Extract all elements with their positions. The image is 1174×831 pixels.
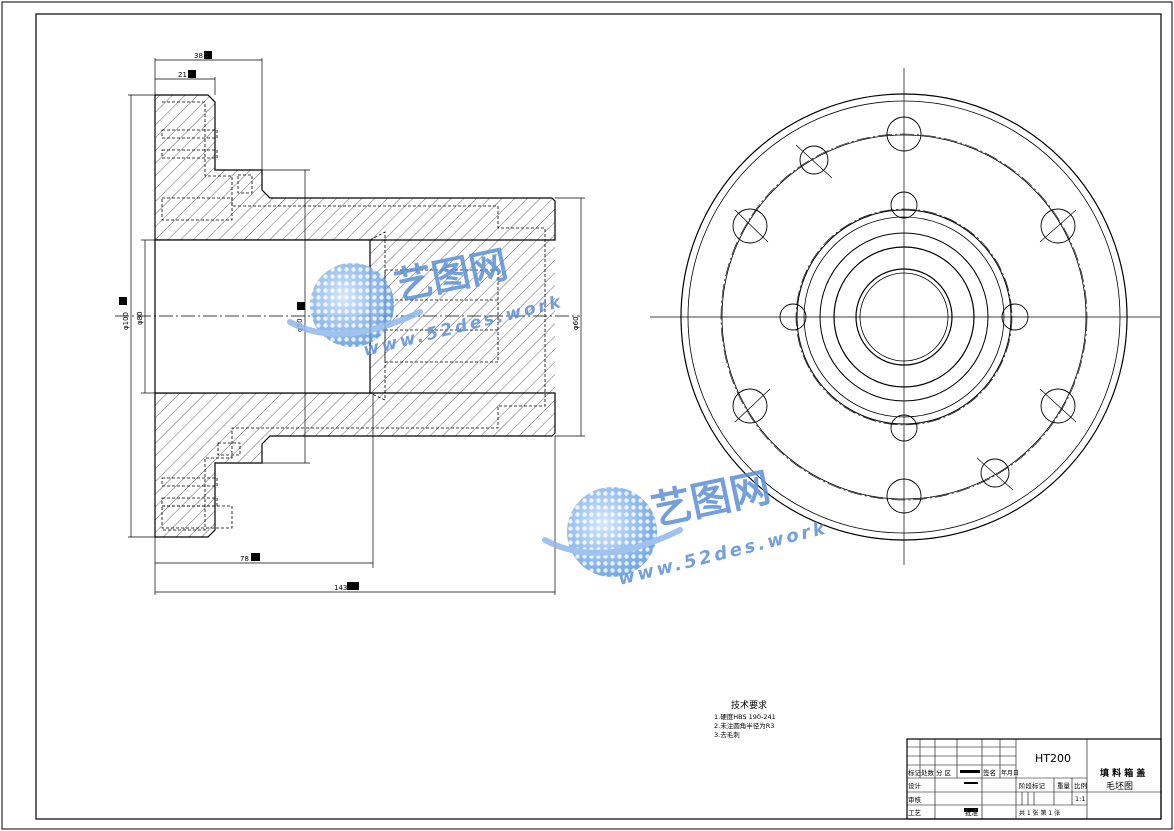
dim-bottom-total: 143 [334,584,347,592]
dim-left-outer: φ100 [122,312,130,330]
tb-label-mark: 标记 [908,768,922,777]
notes-line-3: 3.去毛刺 [714,730,740,739]
tb-label-process: 工艺 [908,809,922,817]
tb-label-sign: 签名 [983,768,996,777]
tb-label-weight: 重量 [1057,782,1071,790]
end-view [650,68,1160,565]
technical-notes: 技术要求 1.硬度HBS 190-241 2.未注圆角半径为R3 3.去毛刺 [714,699,776,739]
dim-top-outer: 38 [194,52,203,60]
tb-part-name: 填 料 箱 盖 [1100,767,1145,779]
tb-label-zone: 分 区 [936,768,952,777]
title-block: 标记 处数 分 区 签名 年月日 设计 审核 工艺 批准 HT200 阶段标记 … [906,738,1162,820]
tb-label-stage: 阶段标记 [1019,781,1046,790]
tb-label-approve: 批准 [965,808,979,817]
dim-bottom-mid: 78 [240,555,249,563]
notes-line-1: 1.硬度HBS 190-241 [714,712,776,721]
watermark-2: 艺图网 www.52des.work [542,465,830,590]
tb-label-count: 处数 [921,768,935,777]
tb-label-review: 审核 [908,795,922,804]
dim-left-inner: φ80 [136,311,144,325]
dim-right: φ60 [572,316,580,330]
tb-label-design: 设计 [908,781,922,790]
tb-label-scale: 比例 [1074,781,1087,790]
section-bore-wall [370,240,555,393]
section-lower-body [154,392,556,538]
tb-label-date: 年月日 [1001,769,1019,777]
notes-line-2: 2.未注圆角半径为R3 [714,721,774,730]
tb-drawing-type: 毛坯图 [1106,780,1133,792]
tb-sheets: 共 1 张 第 1 张 [1019,809,1060,817]
dim-top-inner: 21 [178,71,187,79]
notes-title: 技术要求 [731,699,767,711]
watermark-brand: 艺图网 [648,465,775,535]
section-upper-body [154,94,556,241]
tb-scale-value: 1:1 [1075,795,1085,803]
tb-material: HT200 [1035,752,1071,765]
